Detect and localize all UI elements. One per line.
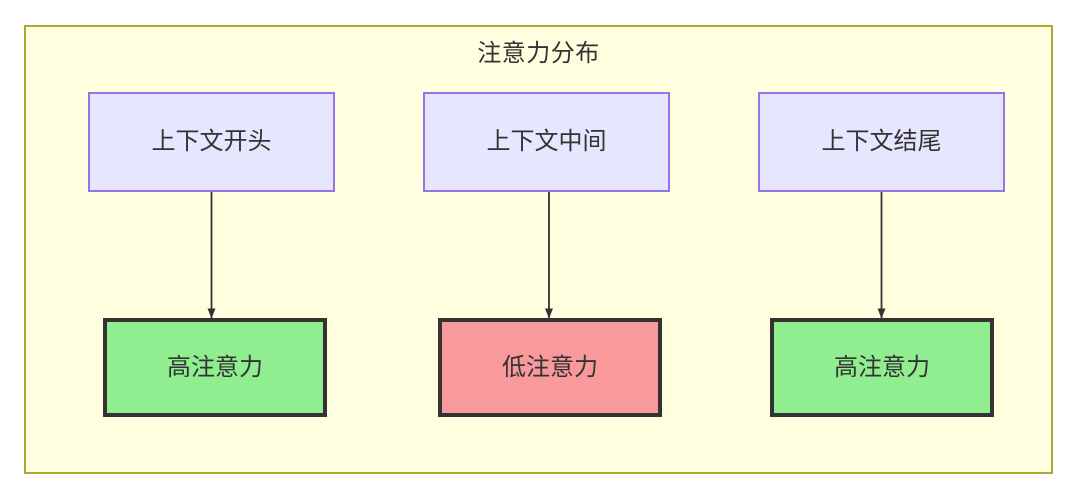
node-context-middle-label: 上下文中间: [486, 128, 607, 155]
node-high-attention-start-label: 高注意力: [167, 353, 263, 381]
node-high-attention-end[interactable]: 高注意力: [770, 318, 994, 417]
node-low-attention-middle[interactable]: 低注意力: [438, 318, 662, 417]
node-high-attention-end-label: 高注意力: [834, 353, 930, 381]
node-high-attention-start[interactable]: 高注意力: [103, 318, 327, 417]
node-low-attention-middle-label: 低注意力: [502, 353, 598, 381]
node-context-end[interactable]: 上下文结尾: [758, 92, 1005, 192]
node-context-start-label: 上下文开头: [151, 128, 272, 155]
node-context-middle[interactable]: 上下文中间: [423, 92, 670, 192]
node-context-start[interactable]: 上下文开头: [88, 92, 335, 192]
diagram-title: 注意力分布: [477, 40, 600, 67]
node-context-end-label: 上下文结尾: [821, 128, 942, 155]
